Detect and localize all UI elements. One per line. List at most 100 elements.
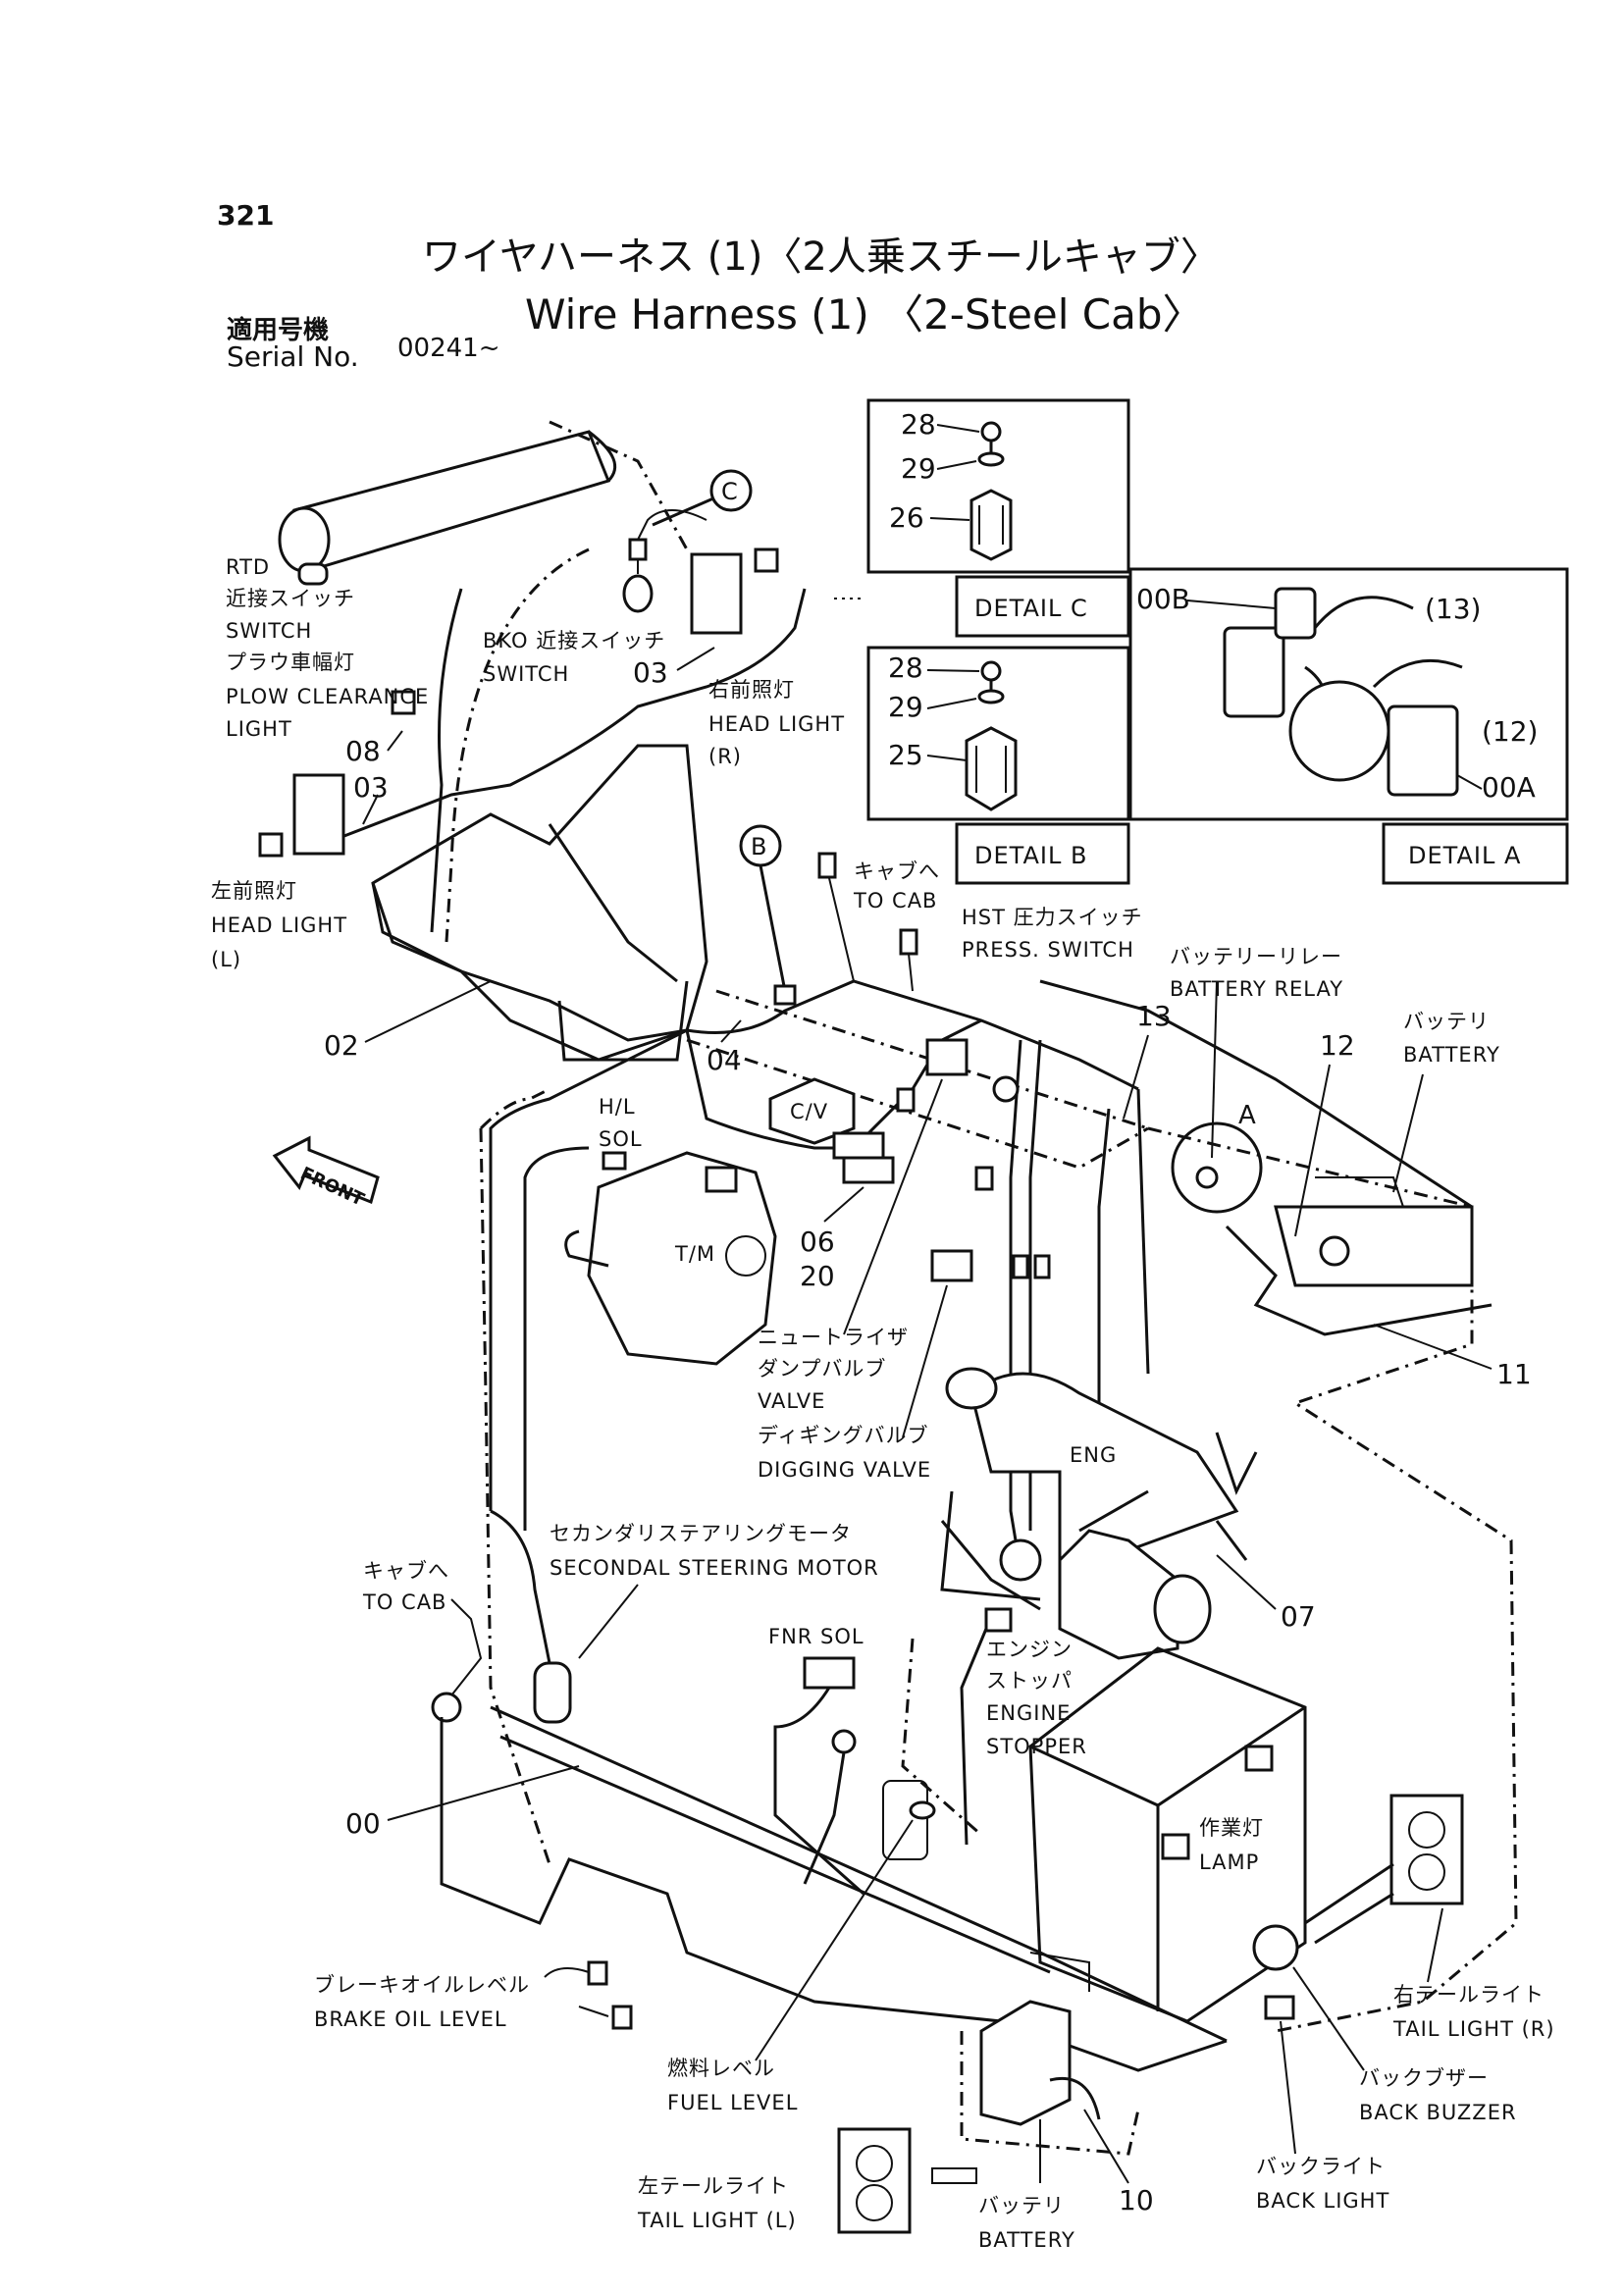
part-08: 08 <box>345 735 381 767</box>
back-buzzer-label-1: バックブザー <box>1359 2066 1489 2090</box>
page-number: 321 <box>217 199 274 232</box>
battery-relay-label-2: BATTERY RELAY <box>1170 977 1343 1001</box>
steering-motor-label-2: SECONDAL STEERING MOTOR <box>550 1556 879 1580</box>
bko-label-1: BKO 近接スイッチ <box>483 629 665 652</box>
steering-motor <box>533 1661 572 1724</box>
boom-cylinder <box>278 420 689 573</box>
cv-label: C/V <box>790 1100 828 1123</box>
plow-label-3: LIGHT <box>226 717 292 741</box>
bko-sensor <box>622 574 654 613</box>
back-light-label-1: バックライト <box>1256 2155 1386 2178</box>
detail-a-part-12: (12) <box>1482 715 1538 748</box>
head-light-l-label-2: HEAD LIGHT <box>211 913 347 937</box>
detail-a-box <box>1128 567 1569 821</box>
part-04: 04 <box>707 1044 742 1076</box>
detail-b-clip <box>965 660 1018 811</box>
fuel-level-label-1: 燃料レベル <box>667 2057 775 2080</box>
detail-a-part-00b: 00B <box>1136 583 1190 615</box>
detail-c-part-26: 26 <box>889 501 924 534</box>
part-13: 13 <box>1136 1000 1172 1032</box>
neutralizer-label-3: VALVE <box>758 1389 825 1413</box>
detail-b-box <box>866 646 1130 821</box>
loader-frame-dash <box>445 547 590 943</box>
plow-label-2: PLOW CLEARANCE <box>226 685 429 708</box>
part-10: 10 <box>1119 2184 1154 2216</box>
head-light-r-label-2: HEAD LIGHT <box>708 712 845 736</box>
neutralizer-connector <box>925 1038 969 1076</box>
engine-stopper-label-4: STOPPER <box>986 1735 1087 1758</box>
to-cab-lower-label-2: TO CAB <box>362 1590 446 1614</box>
hl-sol-connector <box>602 1151 627 1171</box>
serial-value: 00241~ <box>397 334 500 363</box>
tail-light-r-label-1: 右テールライト <box>1393 1983 1545 2007</box>
harness-upper <box>293 588 807 856</box>
head-light-l-label-3: (L) <box>211 948 241 971</box>
detail-b-part-25: 25 <box>888 739 923 771</box>
hst-label-2: PRESS. SWITCH <box>962 938 1134 962</box>
part-11: 11 <box>1496 1358 1532 1390</box>
to-cab-upper-label-2: TO CAB <box>853 889 937 912</box>
head-light-l-label-1: 左前照灯 <box>211 879 297 903</box>
to-cab-connector-lower <box>431 1692 462 1723</box>
plow-label-1: プラウ車幅灯 <box>226 651 355 674</box>
head-light-r-connector <box>754 547 779 573</box>
harness-main <box>489 979 1139 1511</box>
part-03-upper: 03 <box>633 656 668 689</box>
front-arrow-icon: FRONT <box>272 1135 380 1211</box>
engine-stopper-label-1: エンジン <box>986 1638 1073 1661</box>
fuel-level-sensor <box>909 1800 936 1820</box>
head-light-l-connector <box>258 832 284 858</box>
tail-light-l <box>837 2127 912 2234</box>
detail-c-label-box <box>955 575 1130 638</box>
detail-a-part-13: (13) <box>1425 593 1481 625</box>
serial-label-jp: 適用号機 <box>227 315 329 345</box>
tail-light-r-label-2: TAIL LIGHT (R) <box>1392 2017 1555 2041</box>
detail-b-label: DETAIL B <box>974 842 1087 869</box>
to-cab-connector-upper <box>817 852 837 879</box>
bko-label-2: SWITCH <box>483 662 569 686</box>
brake-oil-label-1: ブレーキオイルレベル <box>314 1973 530 1997</box>
digging-valve-label-2: DIGGING VALVE <box>758 1458 931 1482</box>
detail-b-part-29: 29 <box>888 691 923 723</box>
detail-a-part-00a: 00A <box>1482 771 1536 804</box>
part-02: 02 <box>324 1029 359 1062</box>
detail-c-part-29: 29 <box>901 452 936 485</box>
hl-sol-label-2: SOL <box>599 1127 643 1151</box>
tm-label: T/M <box>674 1242 715 1266</box>
battery-upper-label-1: バッテリ <box>1403 1010 1490 1033</box>
callout-a-circle <box>1171 1121 1263 1214</box>
to-cab-lower-label-1: キャブへ <box>363 1559 449 1583</box>
title-english: Wire Harness (1) 〈2-Steel Cab〉 <box>525 290 1204 339</box>
rtd-switch-sensor <box>297 562 329 586</box>
engine-stopper-label-3: ENGINE <box>986 1701 1071 1725</box>
transmission <box>564 1151 777 1366</box>
tail-light-l-label-1: 左テールライト <box>638 2174 789 2198</box>
neutralizer-label-1: ニュートライザ <box>758 1326 909 1349</box>
fnr-sol <box>803 1656 856 1690</box>
detail-a-assembly <box>1223 587 1463 797</box>
hl-sol-label-1: H/L <box>599 1095 636 1119</box>
fnr-sol-label: FNR SOL <box>768 1625 864 1648</box>
brake-oil-label-2: BRAKE OIL LEVEL <box>314 2007 507 2031</box>
counterweight <box>1028 1646 1307 2023</box>
battery-terminal <box>1319 1235 1350 1267</box>
engine-label: ENG <box>1070 1443 1117 1467</box>
tail-light-l-label-2: TAIL LIGHT (L) <box>637 2209 797 2232</box>
part-12: 12 <box>1320 1029 1355 1062</box>
rtd-label-3: SWITCH <box>226 619 312 643</box>
tail-light-r <box>1304 1794 1464 1945</box>
part-20: 20 <box>800 1260 835 1292</box>
back-light-label-2: BACK LIGHT <box>1256 2189 1389 2213</box>
callout-a: A <box>1238 1101 1256 1130</box>
engine-stopper-label-2: ストッパ <box>986 1669 1073 1693</box>
back-buzzer-label-2: BACK BUZZER <box>1359 2101 1517 2124</box>
head-light-r-label-3: (R) <box>708 745 742 768</box>
plow-light-connector <box>391 690 416 715</box>
battery-rear <box>960 2000 1140 2156</box>
head-light-r <box>690 552 743 635</box>
control-valve <box>768 1077 895 1184</box>
part-06: 06 <box>800 1225 835 1258</box>
to-cab-upper-label-1: キャブへ <box>854 860 940 883</box>
detail-c-clip <box>969 421 1013 561</box>
detail-a-label-box <box>1382 822 1569 885</box>
